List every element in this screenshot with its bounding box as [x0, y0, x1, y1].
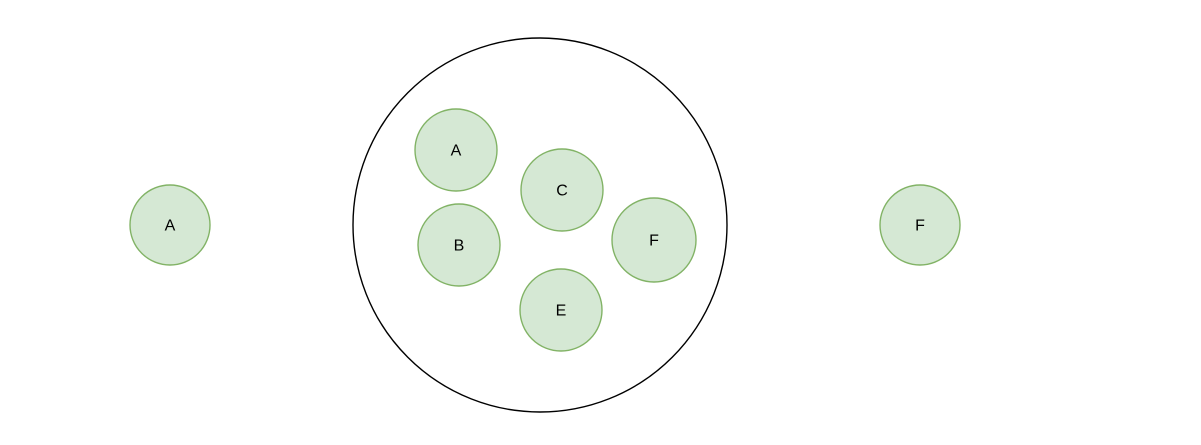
node-inner-f-circle [611, 197, 697, 283]
node-outer-f-circle [879, 184, 961, 266]
node-outer-a[interactable]: A [129, 184, 211, 266]
node-outer-f[interactable]: F [879, 184, 961, 266]
node-outer-a-circle [129, 184, 211, 266]
node-inner-e[interactable]: E [519, 268, 603, 352]
node-inner-a-circle [414, 108, 498, 192]
node-inner-f[interactable]: F [611, 197, 697, 283]
node-inner-e-circle [519, 268, 603, 352]
node-inner-b-circle [417, 203, 501, 287]
node-inner-c[interactable]: C [520, 148, 604, 232]
node-inner-c-circle [520, 148, 604, 232]
node-inner-a[interactable]: A [414, 108, 498, 192]
node-inner-b[interactable]: B [417, 203, 501, 287]
